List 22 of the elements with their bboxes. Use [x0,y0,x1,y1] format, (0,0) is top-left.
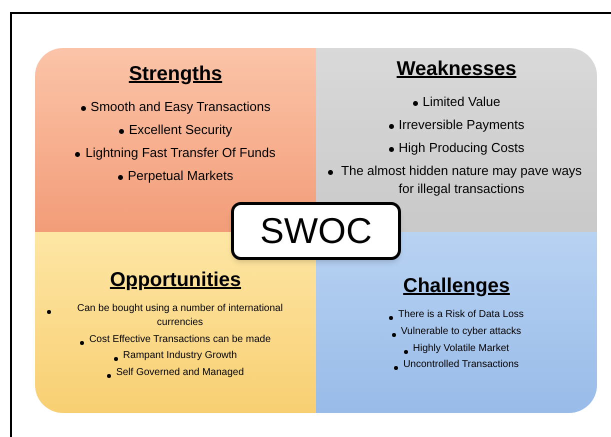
bullet-text: Uncontrolled Transactions [403,358,519,372]
bullet-text: There is a Risk of Data Loss [398,308,524,322]
bullet-text: Rampant Industry Growth [123,349,237,363]
quadrant-heading: Opportunities [110,268,242,293]
bullet-text: Excellent Security [128,120,232,139]
bullet-text: The almost hidden nature may pave ways for illegal transactions [340,162,583,198]
quadrant-heading: Weaknesses [396,57,516,82]
bullet-text: Lightning Fast Transfer Of Funds [85,144,276,162]
title-text: SWOC [260,213,372,249]
bullet-text: Smooth and Easy Transactions [90,98,270,116]
title-box [231,202,401,260]
bullet-text: Limited Value [422,93,500,111]
quadrant-heading: Strengths [128,62,222,87]
bullet-text: Highly Volatile Market [412,342,510,356]
bullet-text: Irreversible Payments [398,116,524,134]
bullet-text: High Producing Costs [398,138,524,157]
quadrant-heading: Challenges [403,274,510,299]
bullet-text: Vulnerable to cyber attacks [400,324,522,338]
bullet-text: Can be bought using a number of international currencies [76,302,284,330]
bullet-text: Cost Effective Transactions can be made [89,332,271,346]
bullet-text: Self Governed and Managed [116,366,244,380]
bullet-text: Perpetual Markets [128,166,234,184]
